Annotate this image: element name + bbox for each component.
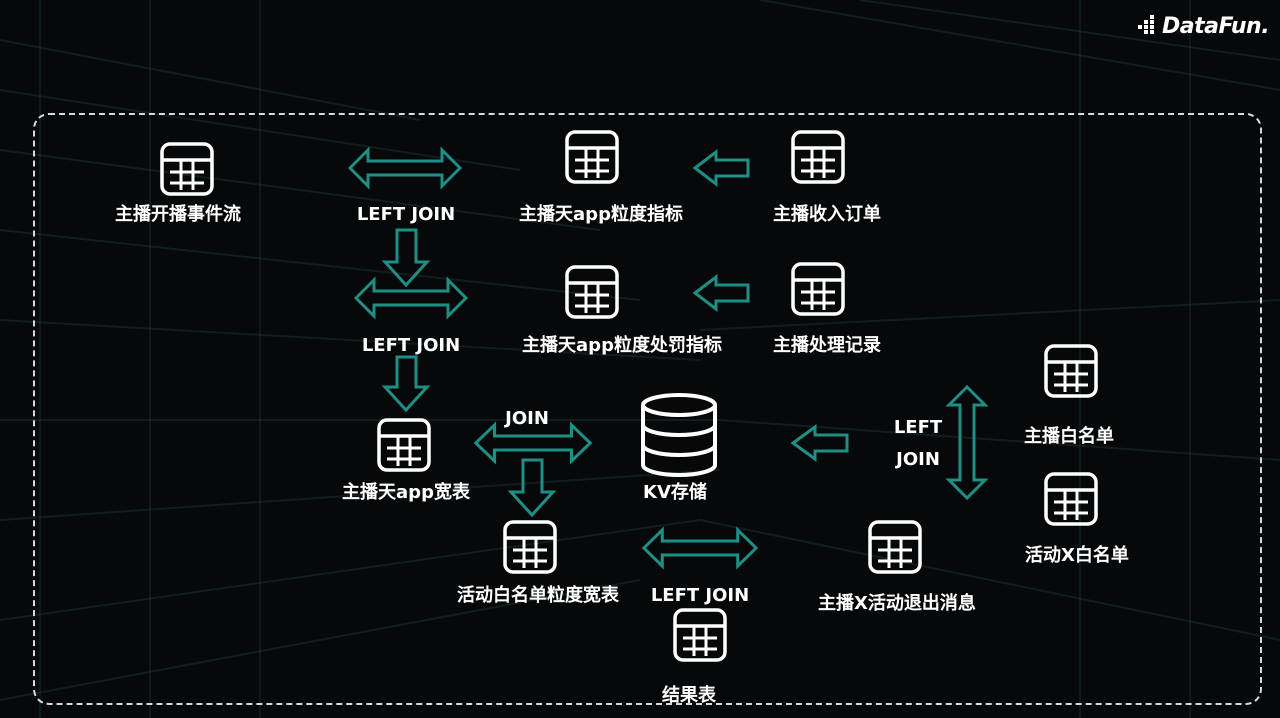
node-label-stream: 主播开播事件流: [115, 204, 241, 225]
join-label-5: LEFT JOIN: [650, 585, 750, 606]
down-arrow-1: [381, 228, 431, 288]
node-label-process-log: 主播处理记录: [773, 335, 881, 356]
node-label-app-metrics: 主播天app粒度指标: [519, 204, 683, 225]
node-label-result: 结果表: [662, 685, 716, 706]
arrow-income-to-app-metrics: [692, 148, 750, 188]
double-arrow-join-1: [348, 148, 462, 188]
node-label-activity-wide: 活动白名单粒度宽表: [457, 585, 619, 606]
node-label-activity-whitelist: 活动X白名单: [1025, 545, 1129, 566]
table-icon: [791, 262, 845, 316]
diagram-frame: [33, 113, 1262, 705]
logo-text: DataFun.: [1162, 13, 1270, 39]
down-arrow-2: [381, 355, 431, 413]
join-label-4-line1: LEFT: [893, 417, 943, 438]
datafun-logo: DataFun.: [1138, 10, 1270, 42]
node-label-kv: KV存储: [643, 482, 707, 503]
double-arrow-join-3: [474, 423, 592, 463]
arrow-process-to-punish: [692, 273, 750, 313]
table-icon: [377, 418, 431, 472]
vertical-double-arrow: [945, 384, 989, 501]
node-label-exit-msg: 主播X活动退出消息: [818, 593, 976, 614]
table-icon: [868, 520, 922, 574]
table-icon: [1044, 472, 1098, 526]
node-label-punish-metrics: 主播天app粒度处罚指标: [522, 335, 722, 356]
node-label-income: 主播收入订单: [773, 204, 881, 225]
join-label-1: LEFT JOIN: [356, 204, 456, 225]
table-icon: [160, 142, 214, 196]
table-icon: [565, 265, 619, 319]
table-icon: [565, 130, 619, 184]
down-arrow-3: [507, 458, 557, 518]
join-label-2: LEFT JOIN: [361, 335, 461, 356]
double-arrow-join-5: [642, 528, 758, 568]
logo-mark-icon: [1138, 15, 1154, 34]
table-icon: [673, 608, 727, 662]
arrow-into-kv: [790, 424, 849, 462]
database-icon: [641, 393, 717, 477]
table-icon: [791, 130, 845, 184]
double-arrow-join-2: [354, 278, 468, 318]
join-label-3: JOIN: [505, 408, 549, 429]
node-label-wide-table: 主播天app宽表: [342, 482, 470, 503]
table-icon: [503, 520, 557, 574]
table-icon: [1044, 344, 1098, 398]
node-label-whitelist: 主播白名单: [1024, 426, 1114, 447]
join-label-4-line2: JOIN: [896, 449, 940, 470]
